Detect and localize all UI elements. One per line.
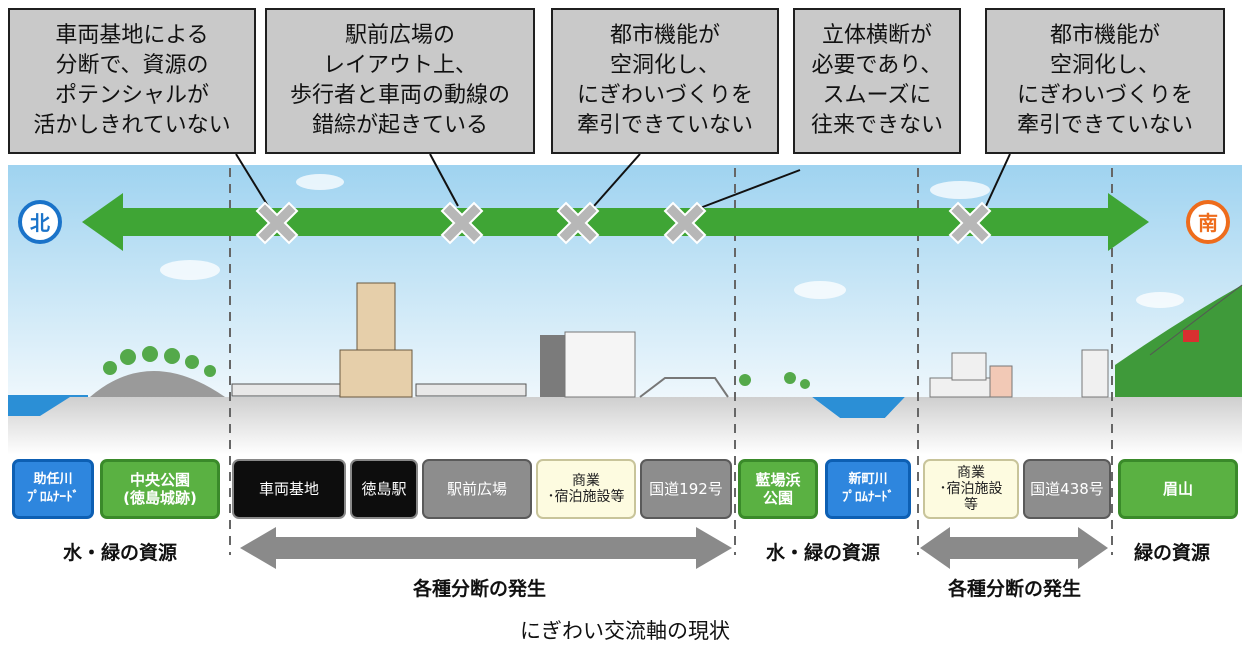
box-shinmachigawa-promenade: 新町川 ﾌﾟﾛﾑﾅｰﾄﾞ bbox=[825, 459, 911, 519]
ground bbox=[8, 397, 1242, 455]
clouds bbox=[160, 174, 1184, 308]
mount-bizan bbox=[1115, 285, 1242, 397]
building-white bbox=[564, 331, 636, 398]
pedestrian-bridge bbox=[639, 377, 729, 398]
box-station-plaza: 駅前広場 bbox=[422, 459, 532, 519]
building-s3 bbox=[989, 365, 1013, 398]
river-right bbox=[812, 397, 905, 418]
label-division-1: 各種分断の発生 bbox=[413, 578, 547, 600]
south-circle bbox=[1186, 200, 1230, 244]
box-aibahama-park: 藍場浜 公園 bbox=[738, 459, 818, 519]
label-green: 緑の資源 bbox=[1134, 542, 1211, 564]
box-central-park: 中央公園 (徳島城跡) bbox=[100, 459, 220, 519]
x-mark-1 bbox=[255, 201, 299, 245]
label-water-green-2: 水・緑の資源 bbox=[766, 542, 881, 564]
box-commercial-2: 商業 ･宿泊施設 等 bbox=[923, 459, 1019, 519]
castle-hill bbox=[90, 371, 225, 397]
box-sukerigawa-promenade: 助任川 ﾌﾟﾛﾑﾅｰﾄﾞ bbox=[12, 459, 94, 519]
division-arrow-1 bbox=[240, 527, 732, 569]
callout-urban-function-2: 都市機能が 空洞化し、 にぎわいづくりを 牽引できていない bbox=[985, 8, 1225, 154]
label-water-green-1: 水・緑の資源 bbox=[63, 542, 178, 564]
north-circle bbox=[18, 200, 62, 244]
x-mark-5 bbox=[948, 201, 992, 245]
division-arrow-2 bbox=[920, 527, 1108, 569]
label-division-2: 各種分断の発生 bbox=[948, 578, 1082, 600]
callout-urban-function-1: 都市機能が 空洞化し、 にぎわいづくりを 牽引できていない bbox=[551, 8, 779, 154]
ropeway-cable bbox=[1149, 284, 1243, 356]
callout-depot: 車両基地による 分断で、資源の ポテンシャルが 活かしきれていない bbox=[8, 8, 256, 154]
building-s4 bbox=[1081, 349, 1109, 398]
x-marks bbox=[255, 201, 992, 245]
figure-caption: にぎわい交流軸の現状 bbox=[520, 619, 730, 643]
box-commercial-1: 商業 ･宿泊施設等 bbox=[536, 459, 636, 519]
box-route-438: 国道438号 bbox=[1023, 459, 1111, 519]
station-tower bbox=[356, 282, 396, 354]
trains bbox=[231, 383, 527, 397]
trees-hill bbox=[103, 346, 216, 377]
north-label: 北 bbox=[30, 211, 50, 235]
axis-arrow bbox=[82, 193, 1149, 251]
station-building bbox=[339, 349, 413, 398]
callout-pointers bbox=[235, 153, 1011, 209]
box-depot: 車両基地 bbox=[232, 459, 346, 519]
x-mark-4 bbox=[663, 201, 707, 245]
box-route-192: 国道192号 bbox=[640, 459, 732, 519]
x-mark-3 bbox=[556, 201, 600, 245]
building-s1 bbox=[929, 377, 991, 398]
box-mount-bizan: 眉山 bbox=[1118, 459, 1238, 519]
x-mark-2 bbox=[440, 201, 484, 245]
building-s2 bbox=[951, 352, 987, 381]
south-label: 南 bbox=[1198, 211, 1218, 235]
callout-crossing: 立体横断が 必要であり、 スムーズに 往来できない bbox=[793, 8, 961, 154]
ropeway-gondola bbox=[1183, 330, 1199, 342]
callout-station-plaza: 駅前広場の レイアウト上、 歩行者と車両の動線の 錯綜が起きている bbox=[265, 8, 535, 154]
trees-park bbox=[739, 372, 810, 389]
box-tokushima-station: 徳島駅 bbox=[350, 459, 418, 519]
